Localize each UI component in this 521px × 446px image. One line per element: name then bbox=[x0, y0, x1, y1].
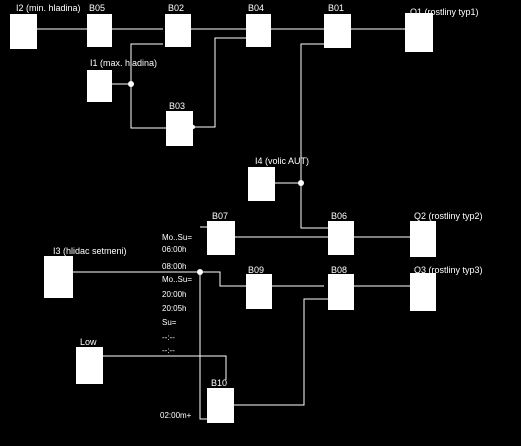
wire bbox=[199, 272, 207, 420]
timer-b09-line: Su= bbox=[162, 318, 177, 327]
block-i1 bbox=[87, 70, 112, 102]
wire bbox=[193, 37, 246, 128]
wire bbox=[234, 298, 328, 406]
timer-b10-value: 02:00m+ bbox=[160, 411, 192, 420]
block-b02 bbox=[165, 14, 191, 47]
wire bbox=[300, 43, 324, 183]
block-b05 bbox=[87, 14, 112, 47]
label-i2: I2 (min. hladina) bbox=[16, 3, 81, 13]
block-i3 bbox=[44, 256, 73, 298]
block-b09 bbox=[246, 274, 272, 309]
wire bbox=[130, 84, 166, 129]
label-b03: B03 bbox=[169, 101, 186, 111]
block-q1 bbox=[405, 13, 433, 52]
block-q2 bbox=[410, 221, 436, 257]
wire bbox=[103, 355, 227, 380]
block-i4 bbox=[248, 167, 275, 201]
block-b01 bbox=[324, 14, 351, 48]
block-q3 bbox=[410, 273, 436, 311]
junction-dot bbox=[128, 81, 134, 87]
timer-b07-line: Mo..Su= bbox=[162, 275, 193, 284]
label-q3: Q3 (rostliny typ3) bbox=[414, 265, 483, 275]
timer-b09-line: --:-- bbox=[162, 333, 175, 342]
label-q1: Q1 (rostliny typ1) bbox=[410, 7, 479, 17]
label-q2: Q2 (rostliny typ2) bbox=[414, 211, 483, 221]
timer-b09-line: 20:05h bbox=[162, 304, 187, 313]
block-b10 bbox=[207, 388, 234, 423]
label-b10: B10 bbox=[211, 378, 228, 388]
label-b07: B07 bbox=[212, 211, 229, 221]
block-b07 bbox=[207, 221, 235, 255]
label-i3: I3 (hlidac setmeni) bbox=[53, 246, 127, 256]
label-b06: B06 bbox=[331, 211, 348, 221]
junction-dot bbox=[197, 269, 203, 275]
wire bbox=[130, 43, 163, 84]
junction-dot bbox=[298, 180, 304, 186]
label-b01: B01 bbox=[328, 3, 345, 13]
block-b08 bbox=[328, 274, 354, 310]
block-i2 bbox=[10, 14, 37, 49]
label-low: Low bbox=[80, 337, 97, 347]
label-b02: B02 bbox=[168, 3, 185, 13]
block-b04 bbox=[246, 14, 271, 47]
timer-b07-line: Mo..Su= bbox=[162, 233, 193, 242]
label-b04: B04 bbox=[248, 3, 265, 13]
label-b09: B09 bbox=[248, 265, 265, 275]
timer-b07-line: 08:00h bbox=[162, 262, 187, 271]
block-low bbox=[76, 347, 103, 384]
timer-b09-line: --:-- bbox=[162, 346, 175, 355]
label-i1: I1 (max. hladina) bbox=[90, 58, 158, 68]
timer-b07-line: 06:00h bbox=[162, 245, 187, 254]
wire bbox=[300, 183, 328, 229]
label-b05: B05 bbox=[89, 3, 106, 13]
label-i4: I4 (volic AUT) bbox=[255, 156, 310, 166]
block-b06 bbox=[328, 221, 354, 255]
wire bbox=[200, 271, 246, 287]
timer-b09-line: 20:00h bbox=[162, 290, 187, 299]
label-b08: B08 bbox=[331, 265, 348, 275]
block-b03 bbox=[166, 111, 193, 146]
